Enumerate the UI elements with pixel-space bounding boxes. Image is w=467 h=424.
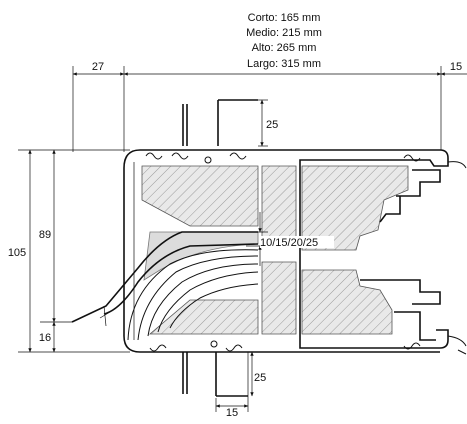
- top-dimension: 27 15: [72, 61, 467, 152]
- dim-bottom-width: 15: [226, 407, 238, 419]
- profile-body: [123, 149, 467, 355]
- curved-chute: [71, 231, 259, 341]
- dim-upper-clip: 25: [266, 119, 278, 131]
- lower-clip: 25 15: [182, 351, 266, 419]
- dim-bottom-left: 16: [39, 332, 51, 344]
- dim-lower-clip: 25: [254, 372, 266, 384]
- height-corto-label: Corto: 165 mm: [248, 12, 321, 24]
- variable-dimension: 10/15/20/25: [246, 212, 334, 266]
- dim-variable-values: 10/15/20/25: [260, 237, 318, 249]
- height-medio-label: Medio: 215 mm: [246, 27, 322, 39]
- dim-inner-height: 89: [39, 229, 51, 241]
- upper-clip: 25: [182, 99, 278, 147]
- height-largo-label: Largo: 315 mm: [247, 58, 321, 70]
- height-alto-label: Alto: 265 mm: [252, 42, 317, 54]
- left-dimensions: 105 89 16: [8, 149, 130, 353]
- dim-total-height: 105: [8, 247, 26, 259]
- dim-top-left: 27: [92, 61, 104, 73]
- dim-top-right: 15: [450, 61, 462, 73]
